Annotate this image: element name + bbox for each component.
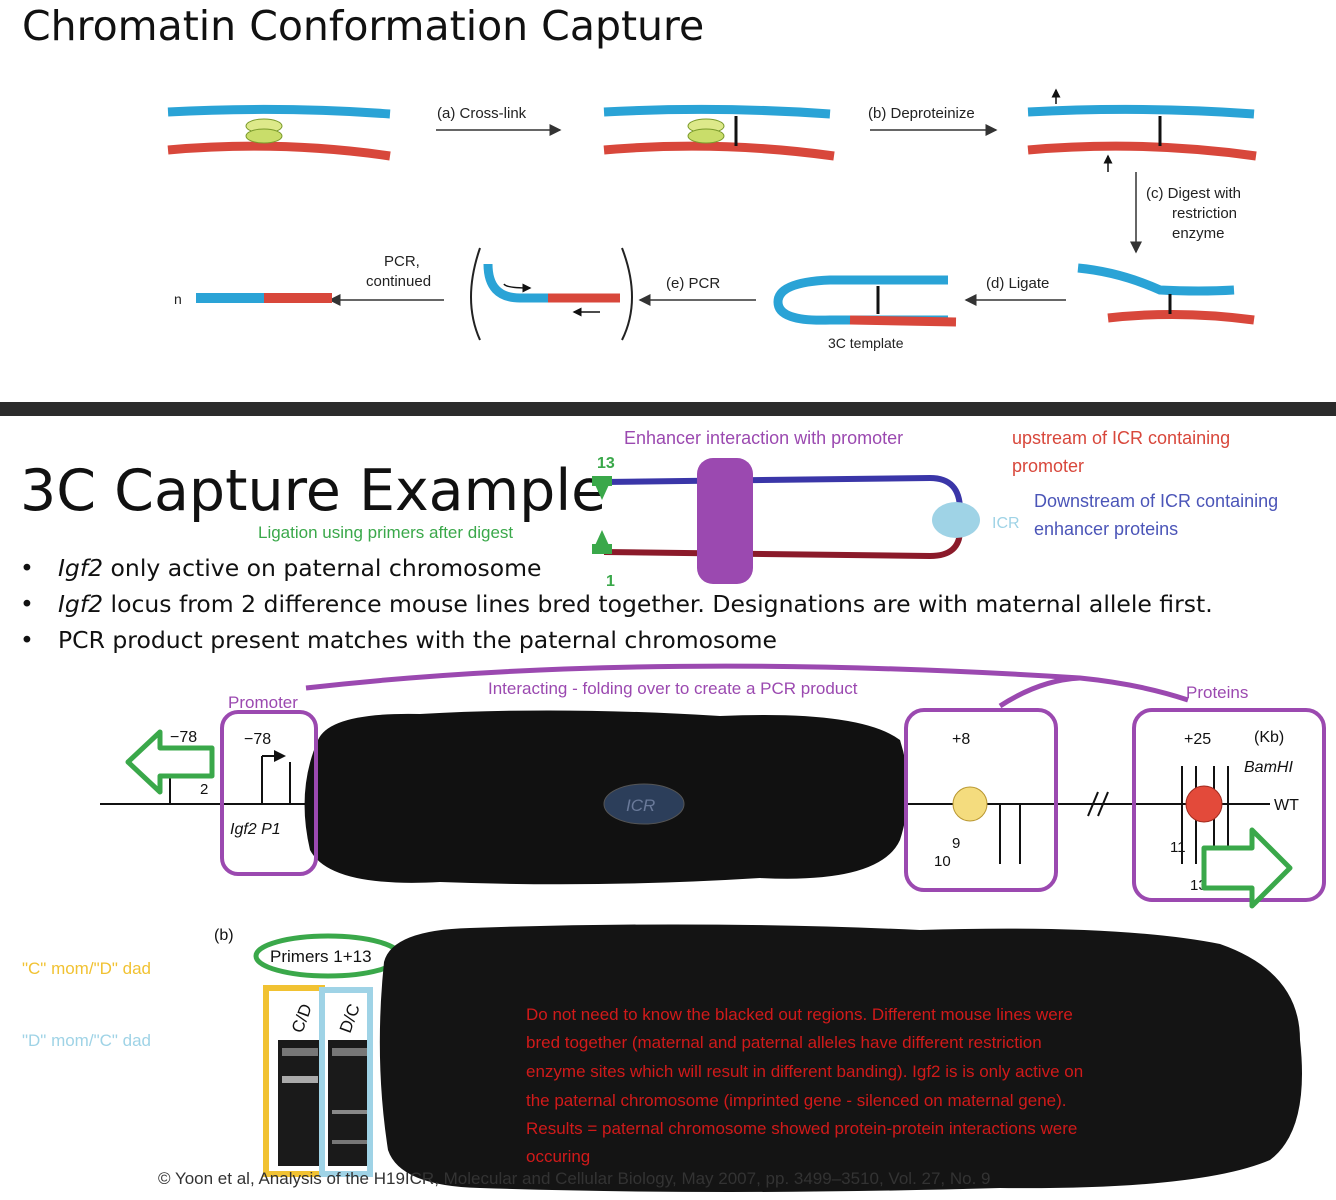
- interaction-arc: [305, 663, 1189, 703]
- cross-link-stage-linked: [603, 104, 835, 161]
- step-b-label: (b) Deproteinize: [868, 105, 975, 122]
- note-line: enzyme sites which will result in differ…: [526, 1062, 1083, 1081]
- explanation-note: Do not need to know the blacked out regi…: [526, 1005, 1083, 1166]
- upstream-label-line2: promoter: [1012, 456, 1084, 476]
- enhancer-highlight-box: [904, 708, 1058, 892]
- protein-sphere-yellow: [952, 786, 988, 822]
- primer-label: 9: [952, 835, 960, 852]
- promoter-highlight-box: [220, 710, 318, 876]
- primer-arrow-left: [125, 729, 215, 795]
- ligated-3c-template: [773, 275, 957, 327]
- ligation-label: Ligation using primers after digest: [258, 523, 513, 542]
- step-c-label-line2: restriction: [1172, 205, 1237, 222]
- enhancer-interaction-label: Enhancer interaction with promoter: [624, 428, 903, 448]
- position-label: +8: [952, 731, 970, 748]
- bullet-list: •Igf2 only active on paternal chromosome…: [20, 552, 1213, 660]
- gene-label-igf2-p1: Igf2 P1: [230, 821, 281, 838]
- pcr-product-bracketed: [470, 247, 633, 341]
- d-mom-lane-box: [319, 987, 373, 1177]
- primer-label: 11: [1170, 839, 1186, 856]
- chromatin-loop: [603, 458, 980, 584]
- bullet-item: •Igf2 locus from 2 difference mouse line…: [20, 590, 1213, 618]
- enhancer-promoter-complex: [697, 458, 753, 584]
- upstream-label: upstream of ICR containing: [1012, 428, 1230, 448]
- cross-link-stage-initial: [167, 104, 391, 161]
- lane-label-c-d: C/D: [288, 1001, 316, 1035]
- note-line: Results = paternal chromosome showed pro…: [526, 1119, 1077, 1138]
- primer-13-label: 13: [597, 455, 615, 472]
- step-c-label-line3: enzyme: [1172, 225, 1225, 242]
- step-e-label: (e) PCR: [666, 275, 720, 292]
- bamhi-label: BamHI: [1244, 759, 1293, 776]
- redacted-region-gels: [379, 924, 1302, 1192]
- step-a-label: (a) Cross-link: [437, 105, 527, 122]
- primer-label: 2: [200, 781, 208, 798]
- wt-label: WT: [1274, 797, 1299, 814]
- section-title-3c-example: 3C Capture Example: [20, 458, 607, 524]
- position-label: −78: [244, 731, 271, 748]
- lane-label-d-c: D/C: [336, 1001, 364, 1035]
- d-mom-label: "D" mom/"C" dad: [22, 1031, 151, 1050]
- note-line: bred together (maternal and paternal all…: [526, 1033, 1042, 1052]
- downstream-label-line2: enhancer proteins: [1034, 519, 1178, 539]
- pcr-continued-label-line2: continued: [366, 273, 431, 290]
- digested-stage: [1077, 263, 1255, 325]
- proteins-label: Proteins: [1186, 683, 1248, 702]
- icr-element: [932, 502, 980, 538]
- icr-label: ICR: [992, 515, 1020, 532]
- primer-label: 10: [934, 853, 951, 870]
- downstream-label: Downstream of ICR containing: [1034, 491, 1278, 511]
- step-d-label: (d) Ligate: [986, 275, 1049, 292]
- citation: © Yoon et al, Analysis of the H19ICR, Mo…: [158, 1169, 991, 1188]
- icr-locus-label: ICR: [626, 796, 655, 815]
- position-label: +25: [1184, 731, 1211, 748]
- step-c-label: (c) Digest with: [1146, 185, 1241, 202]
- primer-1-label: 1: [606, 573, 615, 590]
- note-line: occuring: [526, 1147, 590, 1166]
- position-label: −78: [170, 729, 197, 746]
- interacting-label: Interacting - folding over to create a P…: [488, 679, 858, 698]
- template-label: 3C template: [828, 335, 904, 351]
- protein-sphere-red: [1185, 785, 1223, 823]
- primer-group-label: Primers 1+13: [270, 947, 372, 966]
- gel-lanes-primers-1-13: [278, 1040, 372, 1166]
- kb-unit-label: (Kb): [1254, 729, 1284, 746]
- section-divider: [0, 402, 1336, 416]
- note-line: the paternal chromosome (imprinted gene …: [526, 1091, 1067, 1110]
- panel-b-label: (b): [214, 927, 234, 944]
- bullet-item: •Igf2 only active on paternal chromosome: [20, 554, 542, 582]
- note-line: Do not need to know the blacked out regi…: [526, 1005, 1073, 1024]
- deproteinized-stage: [1027, 88, 1257, 172]
- protein-highlight-box: [1132, 708, 1326, 902]
- pcr-continued-label: PCR,: [384, 253, 420, 270]
- promoter-label: Promoter: [228, 693, 298, 712]
- icr-ellipse: [603, 783, 685, 825]
- primer-arrow-right: [1201, 827, 1293, 909]
- ligation-primers: [592, 476, 612, 554]
- bullet-item: •PCR product present matches with the pa…: [20, 626, 777, 654]
- copies-n-label: n: [174, 291, 182, 307]
- section-title-chromatin-capture: Chromatin Conformation Capture: [22, 2, 705, 50]
- c-mom-label: "C" mom/"D" dad: [22, 959, 151, 978]
